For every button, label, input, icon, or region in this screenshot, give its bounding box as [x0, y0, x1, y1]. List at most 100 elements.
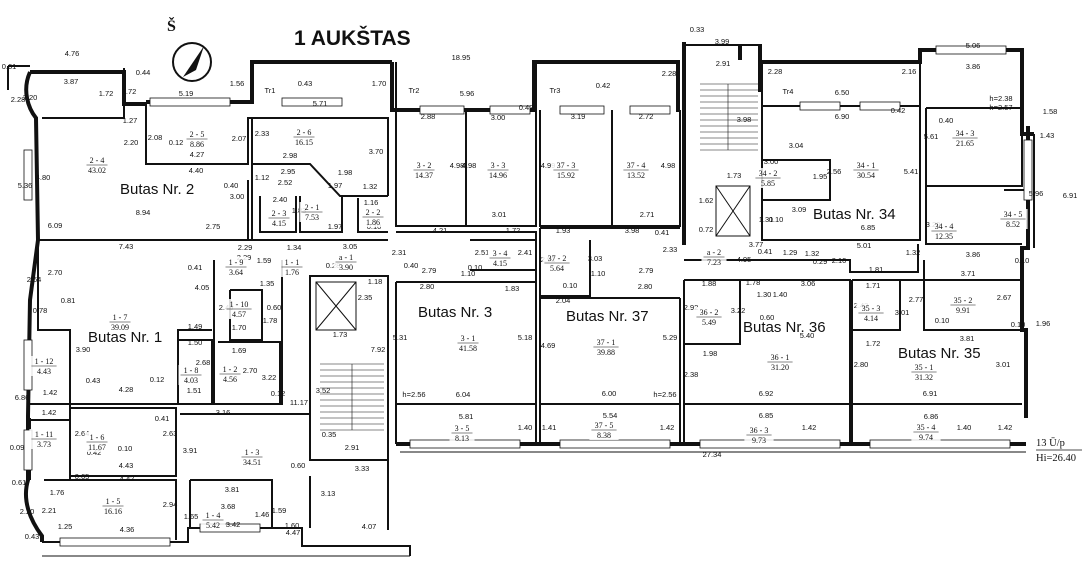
dimension-label: 3.04: [789, 141, 804, 150]
dimension-label: 5.61: [924, 132, 939, 141]
room-label: 37 - 25.64: [542, 253, 572, 273]
dimension-label: 3.22: [262, 373, 277, 382]
dimension-label: 3.00: [764, 157, 779, 166]
dimension-label: 2.94: [163, 500, 178, 509]
dimension-label: 2.91: [716, 59, 731, 68]
room-id: 1 - 3: [245, 448, 260, 457]
room-area: 4.14: [864, 314, 878, 323]
dimension-label: 2.04: [556, 296, 571, 305]
dimension-label: 3.98: [625, 226, 640, 235]
north-arrow-icon: [183, 46, 204, 77]
dimension-label: 0.12: [169, 138, 184, 147]
room-id: 34 - 1: [857, 161, 876, 170]
dimension-label: 1.72: [122, 87, 137, 96]
dimension-label: 4.98: [462, 161, 477, 170]
room-label: 2 - 616.15: [291, 127, 317, 147]
dimension-label: 2.38: [684, 370, 699, 379]
dimension-label: 1.32: [906, 248, 921, 257]
room-area: 8.86: [190, 140, 204, 149]
dimension-label: 1.60: [285, 521, 300, 530]
dimension-label: 5.40: [800, 331, 815, 340]
dimension-label: 3.86: [966, 62, 981, 71]
room-label: 2 - 58.86: [184, 129, 210, 149]
room-area: 5.64: [550, 264, 564, 273]
room-id: 2 - 5: [190, 130, 205, 139]
room-id: 1 - 8: [184, 366, 199, 375]
dimension-label: 1.40: [957, 423, 972, 432]
room-labels: 2 - 443.022 - 58.862 - 616.152 - 34.152 …: [29, 127, 1028, 530]
dimension-label: 6.86: [15, 393, 30, 402]
room-label: 1 - 11.76: [279, 257, 305, 277]
dimension-label: 0.41: [188, 263, 203, 272]
dimension-label: 2.20: [124, 138, 139, 147]
dimension-label: 3.98: [737, 115, 752, 124]
room-area: 14.37: [415, 171, 433, 180]
room-label: 2 - 21.86: [360, 207, 386, 227]
room-id: 35 - 2: [954, 296, 973, 305]
dimension-label: 2.80: [638, 282, 653, 291]
dimension-label: 1.69: [232, 346, 247, 355]
dimension-label: 2.67: [997, 293, 1012, 302]
dimension-label: 0.09: [10, 443, 25, 452]
room-area: 39.88: [597, 348, 615, 357]
dimension-label: 0.28: [326, 261, 341, 270]
dimension-label: 2.95: [281, 167, 296, 176]
dimension-label: 3.99: [715, 37, 730, 46]
dimension-label: 4.76: [65, 49, 80, 58]
dimension-label: 1.34: [287, 243, 302, 252]
dimension-label: 2.52: [278, 178, 293, 187]
room-label: 3 - 58.13: [449, 423, 475, 443]
annotation-label: Tr2: [409, 86, 420, 95]
dimension-label: 1.46: [255, 510, 270, 519]
floor-title: 1 AUKŠTAS: [294, 26, 411, 50]
dimension-label: 2.92: [684, 303, 699, 312]
dimension-label: 1.42: [802, 423, 817, 432]
dimension-label: 0.60: [291, 461, 306, 470]
dimension-label: 0.61: [2, 62, 17, 71]
dimension-label: 3.19: [571, 112, 586, 121]
dimension-label: 0.78: [33, 306, 48, 315]
apartment-label: Butas Nr. 34: [813, 206, 896, 223]
dimension-label: 1.32: [805, 249, 820, 258]
dimension-label: 5.41: [904, 167, 919, 176]
dimension-label: 2.80: [854, 360, 869, 369]
north-arrow: Š: [167, 16, 212, 82]
dimension-label: 1.96: [1036, 319, 1051, 328]
room-area: 8.38: [597, 431, 611, 440]
apartment-label: Butas Nr. 3: [418, 304, 492, 321]
room-id: 2 - 3: [272, 209, 287, 218]
room-label: 3 - 141.58: [455, 333, 481, 353]
room-label: 3 - 314.96: [485, 160, 511, 180]
room-label: 1 - 93.64: [223, 257, 249, 277]
room-label: a - 13.90: [333, 252, 359, 272]
dimension-label: 1.88: [702, 279, 717, 288]
room-id: 3 - 3: [491, 161, 506, 170]
room-area: 4.15: [493, 259, 507, 268]
stair-treads: [320, 83, 758, 431]
dimension-label: 4.95: [737, 255, 752, 264]
dimension-label: 1.97: [328, 222, 343, 231]
dimension-label: 1.18: [368, 277, 383, 286]
dimension-label: 4.43: [119, 461, 134, 470]
dimension-label: 3.01: [996, 360, 1011, 369]
room-label: 36 - 131.20: [765, 352, 795, 372]
annotation-label: h=2.38: [989, 94, 1012, 103]
apartment-label: Butas Nr. 37: [566, 308, 649, 325]
dimension-label: 3.70: [369, 147, 384, 156]
room-area: 14.96: [489, 171, 507, 180]
room-area: 43.02: [88, 166, 106, 175]
dimension-label: 3.01: [492, 210, 507, 219]
apartment-label: Butas Nr. 35: [898, 345, 981, 362]
room-label: 1 - 45.42: [200, 510, 226, 530]
dimension-label: 3.13: [321, 489, 336, 498]
dimension-label: 1.12: [255, 173, 270, 182]
dimension-label: 0.12: [271, 389, 286, 398]
dimension-label: 4.69: [541, 341, 556, 350]
annotation-label: h=2.57: [989, 103, 1012, 112]
legend-height: Hi=26.40: [1036, 453, 1076, 464]
dimension-label: 1.93: [556, 226, 571, 235]
dimension-label: 3.09: [792, 205, 807, 214]
dimension-label: 3.00: [230, 192, 245, 201]
room-id: 3 - 4: [493, 249, 508, 258]
